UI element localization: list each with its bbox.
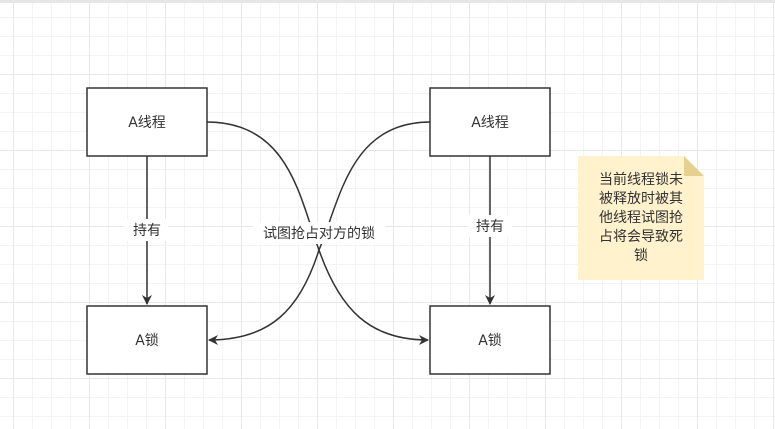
note-line: 被释放时被其 (599, 191, 683, 207)
note-line: 他线程试图抢 (599, 209, 683, 226)
node-label: A锁 (478, 333, 502, 349)
node-label: A线程 (128, 115, 166, 131)
label-contend: 试图抢占对方的锁 (263, 225, 375, 242)
node-lock-right[interactable]: A锁 (429, 305, 551, 375)
node-lock-left[interactable]: A锁 (86, 305, 208, 375)
label-hold-left: 持有 (133, 223, 161, 239)
note-line: 占将会导致死 (599, 229, 683, 245)
note-line: 当前线程锁未 (599, 171, 683, 188)
node-label: A锁 (135, 333, 159, 349)
label-hold-right: 持有 (476, 219, 504, 235)
note-line: 锁 (634, 248, 648, 264)
edge-right-to-left-lock[interactable] (208, 121, 431, 345)
node-thread-right[interactable]: A线程 (429, 87, 551, 157)
sticky-note[interactable]: 当前线程锁未 被释放时被其 他线程试图抢 占将会导致死 锁 (578, 156, 704, 280)
node-thread-left[interactable]: A线程 (86, 87, 208, 157)
top-bar (0, 0, 775, 3)
node-label: A线程 (471, 115, 509, 131)
